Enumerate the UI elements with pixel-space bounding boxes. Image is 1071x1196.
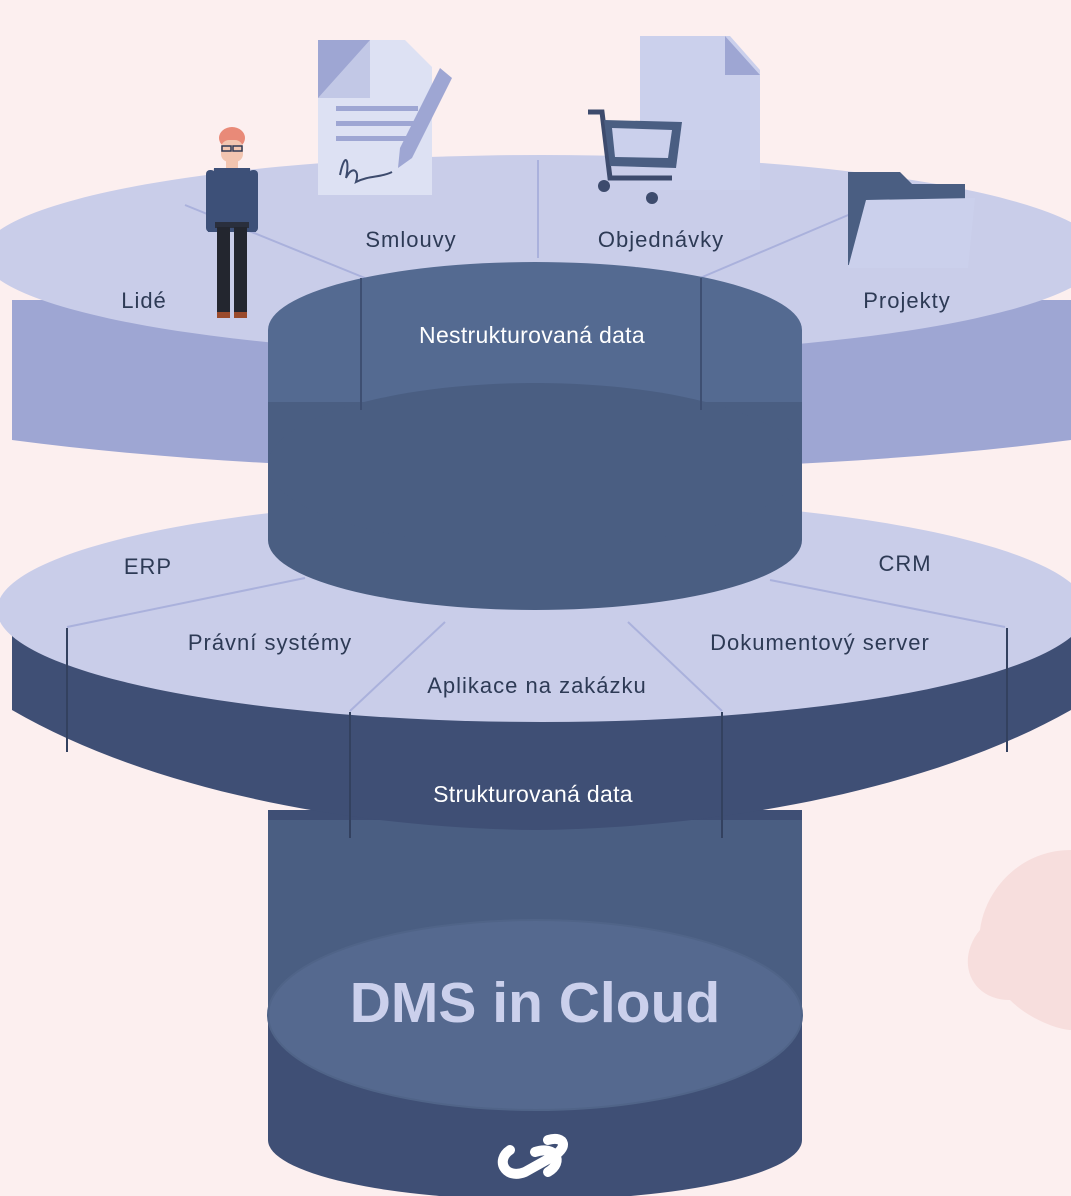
decorative-blob [967,850,1071,1030]
label-legal-systems: Právní systémy [187,630,353,655]
label-projects: Projekty [863,288,951,313]
structured-ring [0,498,1071,838]
label-people: Lidé [121,288,167,313]
label-structured-data: Strukturovaná data [433,781,633,807]
dms-title: DMS in Cloud [349,971,721,1035]
label-erp: ERP [123,554,173,579]
label-contracts: Smlouvy [365,227,457,252]
contract-icon [318,40,452,195]
label-crm: CRM [878,551,932,576]
label-document-server: Dokumentový server [710,630,930,655]
shopping-cart-icon [588,36,760,204]
label-custom-apps: Aplikace na zakázku [427,673,647,698]
person-icon [206,127,258,318]
label-unstructured-data: Nestrukturovaná data [419,322,645,348]
middle-cylinder [268,262,802,610]
folder-icon [848,172,975,268]
label-orders: Objednávky [597,227,725,252]
chain-link-icon [497,1133,568,1179]
base-cylinder [267,810,803,1196]
